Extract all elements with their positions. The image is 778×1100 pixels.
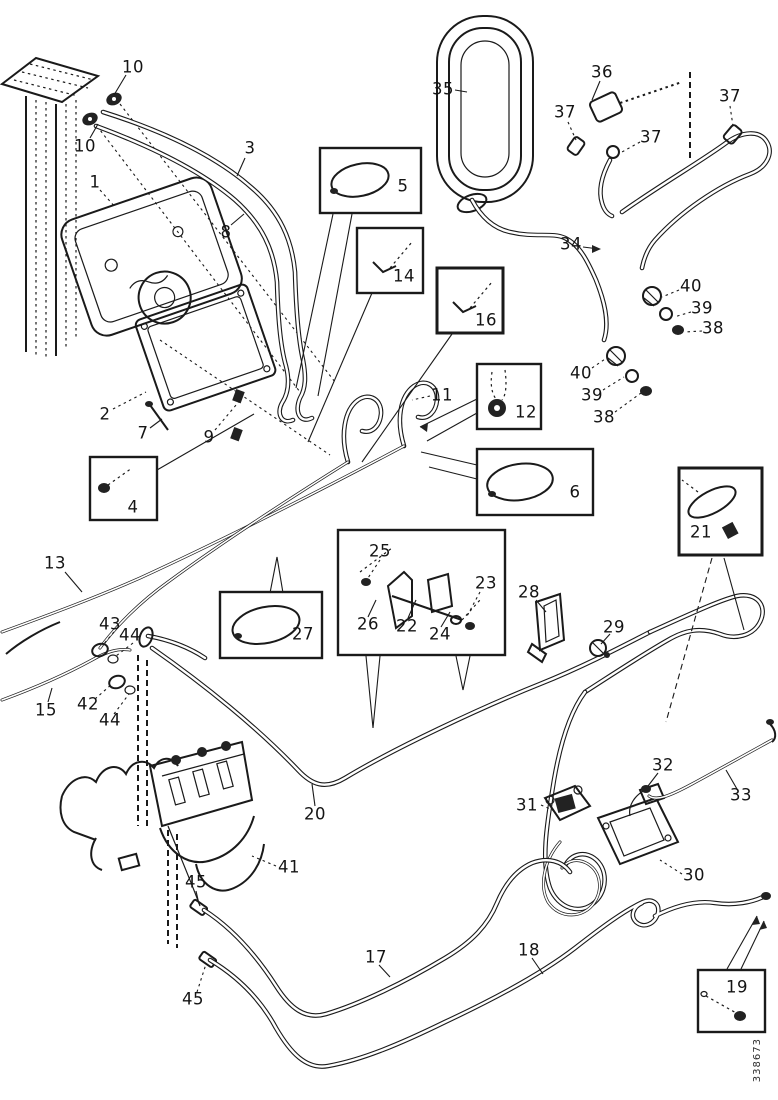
callout-29: 29 [603, 617, 625, 637]
detail-boxes [88, 146, 767, 1034]
callout-3: 3 [244, 138, 256, 158]
dashed-lines [137, 72, 713, 948]
main-hoses [0, 112, 763, 909]
figure-code: 338673 [752, 1038, 763, 1083]
callout-14: 14 [393, 266, 415, 286]
callout-23: 23 [475, 573, 497, 593]
callout-43: 43 [99, 614, 121, 634]
callout-10: 10 [74, 136, 96, 156]
callout-27: 27 [292, 624, 314, 644]
bottom-hoses [204, 860, 771, 1066]
callout-31: 31 [516, 795, 538, 815]
left-fittings [91, 642, 218, 968]
callout-36: 36 [591, 62, 613, 82]
callout-41: 41 [278, 857, 300, 877]
grommets [82, 92, 122, 126]
callout-42: 42 [77, 694, 99, 714]
callout-28: 28 [518, 582, 540, 602]
callout-25: 25 [369, 541, 391, 561]
callout-19: 19 [726, 977, 748, 997]
callout-37: 37 [719, 86, 741, 106]
leader-lines [47, 74, 738, 993]
callout-34: 34 [560, 234, 582, 254]
callout-8: 8 [220, 222, 232, 242]
callout-12: 12 [515, 402, 537, 422]
callout-32: 32 [652, 755, 674, 775]
callout-44: 44 [99, 710, 121, 730]
manifold [59, 740, 265, 907]
callout-37: 37 [640, 127, 662, 147]
callout-21: 21 [690, 522, 712, 542]
callout-45: 45 [182, 989, 204, 1009]
callout-44: 44 [119, 625, 141, 645]
callout-13: 13 [44, 553, 66, 573]
callout-18: 18 [518, 940, 540, 960]
callout-22: 22 [396, 616, 418, 636]
callout-38: 38 [702, 318, 724, 338]
callout-24: 24 [429, 624, 451, 644]
callout-45: 45 [185, 872, 207, 892]
upper-right-hoses [436, 15, 770, 396]
callout-2: 2 [99, 404, 111, 424]
callout-39: 39 [691, 298, 713, 318]
callout-7: 7 [137, 423, 149, 443]
pump-reservoir [60, 176, 243, 337]
callout-39: 39 [581, 385, 603, 405]
callout-40: 40 [680, 276, 702, 296]
callout-11: 11 [431, 385, 453, 405]
callout-20: 20 [304, 804, 326, 824]
callout-6: 6 [569, 482, 581, 502]
callout-26: 26 [357, 614, 379, 634]
callout-10: 10 [122, 57, 144, 77]
callout-30: 30 [683, 865, 705, 885]
callout-38: 38 [593, 407, 615, 427]
callout-4: 4 [127, 497, 139, 517]
valve-assembly [542, 719, 777, 917]
gasket-bracket [134, 283, 277, 442]
callout-35: 35 [432, 79, 454, 99]
callout-37: 37 [554, 102, 576, 122]
alignment-guide-lines [96, 103, 336, 456]
callout-33: 33 [730, 785, 752, 805]
callout-9: 9 [203, 427, 215, 447]
callout-40: 40 [570, 363, 592, 383]
radiator [0, 56, 101, 358]
callout-17: 17 [365, 947, 387, 967]
callout-1: 1 [89, 172, 101, 192]
callout-5: 5 [397, 176, 409, 196]
callout-15: 15 [35, 700, 57, 720]
bracket-28-29 [526, 592, 610, 664]
callout-16: 16 [475, 310, 497, 330]
